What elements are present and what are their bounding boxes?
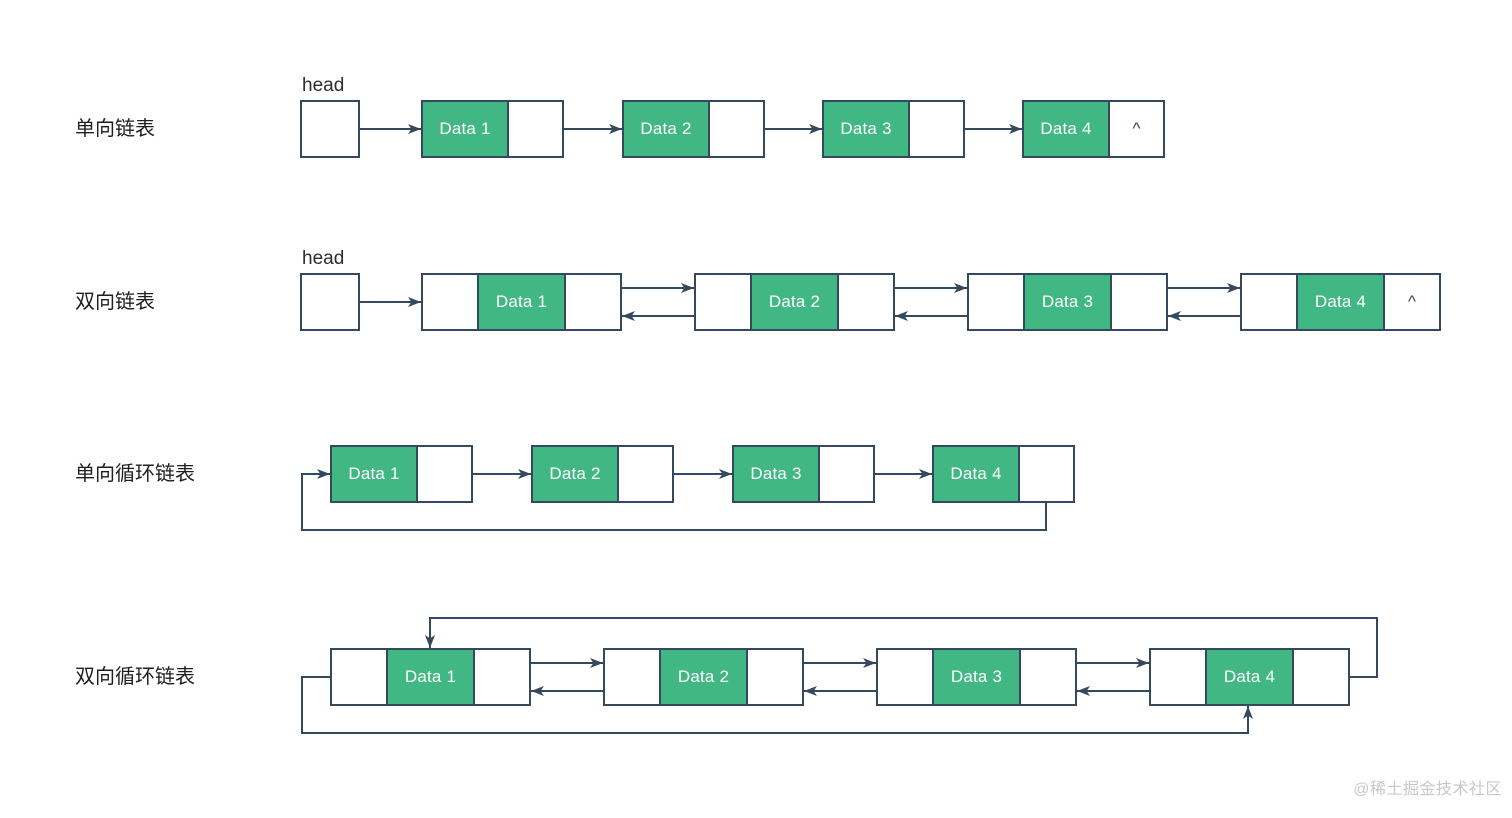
null-pointer-cell: ^ bbox=[1108, 100, 1165, 158]
next-pointer-cell bbox=[1292, 648, 1350, 706]
head-label-row2: head bbox=[302, 248, 345, 269]
row-label-circular-doubly-linked-list: 双向循环链表 bbox=[75, 666, 195, 688]
prev-pointer-cell bbox=[421, 273, 479, 331]
row2-node-4: Data 4 ^ bbox=[1240, 273, 1441, 331]
prev-pointer-cell bbox=[603, 648, 661, 706]
data-cell: Data 4 bbox=[1296, 273, 1385, 331]
row1-node-1: Data 1 bbox=[421, 100, 564, 158]
prev-pointer-cell bbox=[1149, 648, 1207, 706]
row-label-doubly-linked-list: 双向链表 bbox=[75, 291, 155, 313]
watermark: @稀土掘金技术社区 bbox=[1353, 781, 1502, 798]
data-cell: Data 2 bbox=[659, 648, 748, 706]
row2-node-3: Data 3 bbox=[967, 273, 1168, 331]
row4-node-4: Data 4 bbox=[1149, 648, 1350, 706]
next-pointer-cell bbox=[908, 100, 965, 158]
next-pointer-cell bbox=[473, 648, 531, 706]
row4-node-1: Data 1 bbox=[330, 648, 531, 706]
row3-node-3: Data 3 bbox=[732, 445, 875, 503]
data-cell: Data 3 bbox=[732, 445, 820, 503]
data-cell: Data 2 bbox=[622, 100, 710, 158]
row2-node-2: Data 2 bbox=[694, 273, 895, 331]
data-cell: Data 1 bbox=[386, 648, 475, 706]
prev-pointer-cell bbox=[876, 648, 934, 706]
null-pointer-cell: ^ bbox=[1383, 273, 1441, 331]
data-cell: Data 3 bbox=[932, 648, 1021, 706]
next-pointer-cell bbox=[837, 273, 895, 331]
row4-node-3: Data 3 bbox=[876, 648, 1077, 706]
data-cell: Data 4 bbox=[1022, 100, 1110, 158]
data-cell: Data 2 bbox=[531, 445, 619, 503]
next-pointer-cell bbox=[1110, 273, 1168, 331]
prev-pointer-cell bbox=[694, 273, 752, 331]
head-label-row1: head bbox=[302, 75, 345, 96]
row2-node-1: Data 1 bbox=[421, 273, 622, 331]
data-cell: Data 4 bbox=[932, 445, 1020, 503]
head-pointer-box-row2 bbox=[300, 273, 360, 331]
row3-node-4: Data 4 bbox=[932, 445, 1075, 503]
data-cell: Data 3 bbox=[822, 100, 910, 158]
row-label-singly-linked-list: 单向链表 bbox=[75, 118, 155, 140]
row1-node-2: Data 2 bbox=[622, 100, 765, 158]
next-pointer-cell bbox=[507, 100, 564, 158]
row3-node-2: Data 2 bbox=[531, 445, 674, 503]
row4-node-2: Data 2 bbox=[603, 648, 804, 706]
next-pointer-cell bbox=[617, 445, 674, 503]
data-cell: Data 2 bbox=[750, 273, 839, 331]
data-cell: Data 1 bbox=[330, 445, 418, 503]
next-pointer-cell bbox=[1019, 648, 1077, 706]
row3-node-1: Data 1 bbox=[330, 445, 473, 503]
next-pointer-cell bbox=[818, 445, 875, 503]
prev-pointer-cell bbox=[1240, 273, 1298, 331]
data-cell: Data 1 bbox=[477, 273, 566, 331]
prev-pointer-cell bbox=[967, 273, 1025, 331]
data-cell: Data 1 bbox=[421, 100, 509, 158]
prev-pointer-cell bbox=[330, 648, 388, 706]
next-pointer-cell bbox=[708, 100, 765, 158]
row-label-circular-singly-linked-list: 单向循环链表 bbox=[75, 463, 195, 485]
data-cell: Data 3 bbox=[1023, 273, 1112, 331]
next-pointer-cell bbox=[746, 648, 804, 706]
row1-node-4: Data 4 ^ bbox=[1022, 100, 1165, 158]
next-pointer-cell bbox=[416, 445, 473, 503]
next-pointer-cell bbox=[564, 273, 622, 331]
data-cell: Data 4 bbox=[1205, 648, 1294, 706]
head-pointer-box-row1 bbox=[300, 100, 360, 158]
row1-node-3: Data 3 bbox=[822, 100, 965, 158]
next-pointer-cell bbox=[1018, 445, 1075, 503]
